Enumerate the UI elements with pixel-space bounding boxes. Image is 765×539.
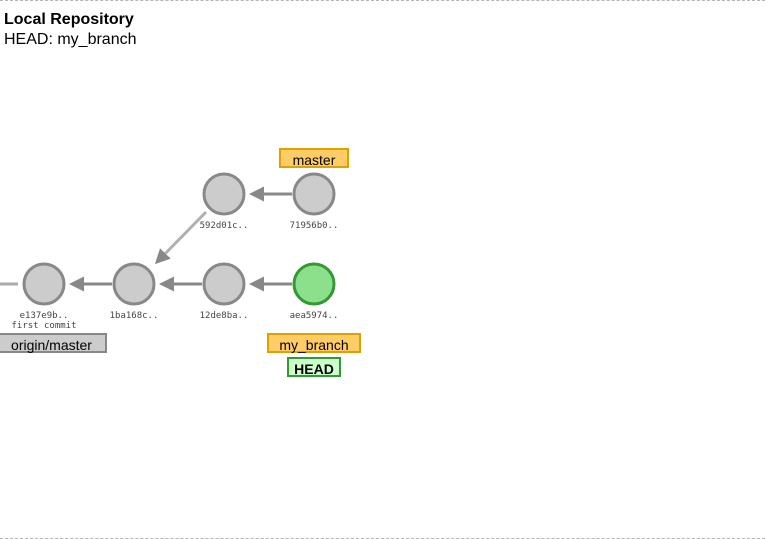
head-tag[interactable]: HEAD [287,357,341,377]
repository-header: Local Repository HEAD: my_branch [4,10,137,50]
commit-node-aea5974-head[interactable] [292,262,336,306]
commit-node-12de8ba[interactable] [202,262,246,306]
branch-tag-my-branch[interactable]: my_branch [267,333,361,353]
commit-id-label: e137e9b.. [20,311,69,321]
commit-node-592d01c[interactable] [202,172,246,216]
branch-tag-master[interactable]: master [279,148,349,168]
commit-node-71956b0[interactable] [292,172,336,216]
commit-id-label: 71956b0.. [290,221,339,231]
repository-title: Local Repository [4,11,134,28]
commit-message-label: first commit [11,321,76,331]
commit-id-label: aea5974.. [290,311,339,321]
commit-node-e137e9b[interactable] [22,262,66,306]
remote-branch-tag-origin-master[interactable]: origin/master [0,333,107,353]
edge-592d01c-to-1ba168c [154,210,208,265]
commit-id-label: 592d01c.. [200,221,249,231]
commit-id-label: 1ba168c.. [110,311,159,321]
commit-id-label: 12de8ba.. [200,311,249,321]
commit-node-1ba168c[interactable] [112,262,156,306]
head-info: HEAD: my_branch [4,31,137,48]
